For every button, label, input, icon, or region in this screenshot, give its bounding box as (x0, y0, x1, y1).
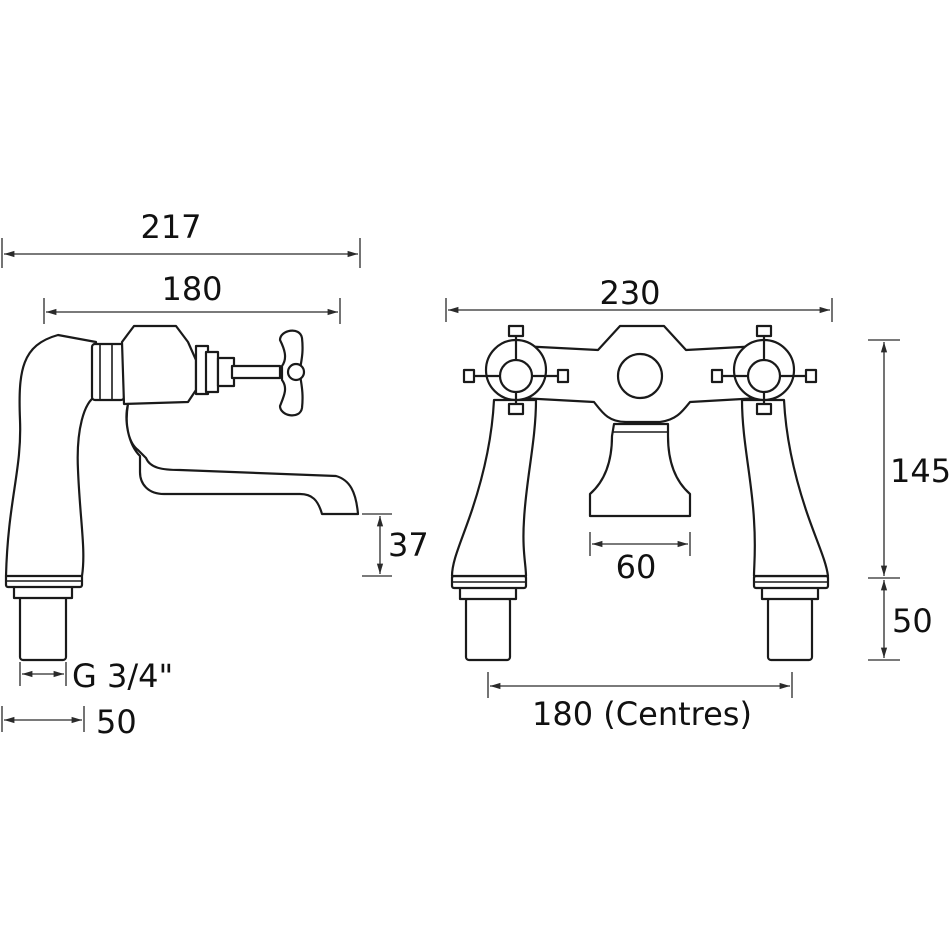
front-left-pillar (450, 398, 538, 578)
front-center-boss (616, 352, 664, 400)
dim-50-side: 50 (96, 703, 137, 741)
side-valve-body (120, 324, 198, 406)
dim-thread-size: G 3/4" (72, 657, 173, 695)
side-dimensions: 217 180 37 G 3/4" 50 (1, 208, 429, 741)
front-right-crosshead (710, 324, 818, 416)
dim-217: 217 (140, 208, 201, 246)
dim-180-centres: 180 (Centres) (532, 695, 752, 733)
front-dimensions: 230 145 50 60 180 (Centres) (445, 274, 950, 733)
side-view (4, 324, 360, 662)
dim-145: 145 (890, 452, 950, 490)
dim-37: 37 (388, 526, 429, 564)
front-spout (588, 422, 692, 518)
front-view (450, 324, 830, 662)
front-right-tail (766, 596, 814, 662)
side-collar (90, 342, 126, 402)
dim-180-side: 180 (161, 270, 222, 308)
side-tail-pipe (18, 594, 68, 662)
side-spout (125, 402, 360, 516)
front-left-tail (464, 596, 512, 662)
dim-60: 60 (616, 548, 657, 586)
front-right-pillar (740, 398, 830, 578)
dim-230: 230 (599, 274, 660, 312)
dim-50-front: 50 (892, 602, 933, 640)
side-body (4, 333, 98, 578)
front-left-crosshead (462, 324, 570, 416)
